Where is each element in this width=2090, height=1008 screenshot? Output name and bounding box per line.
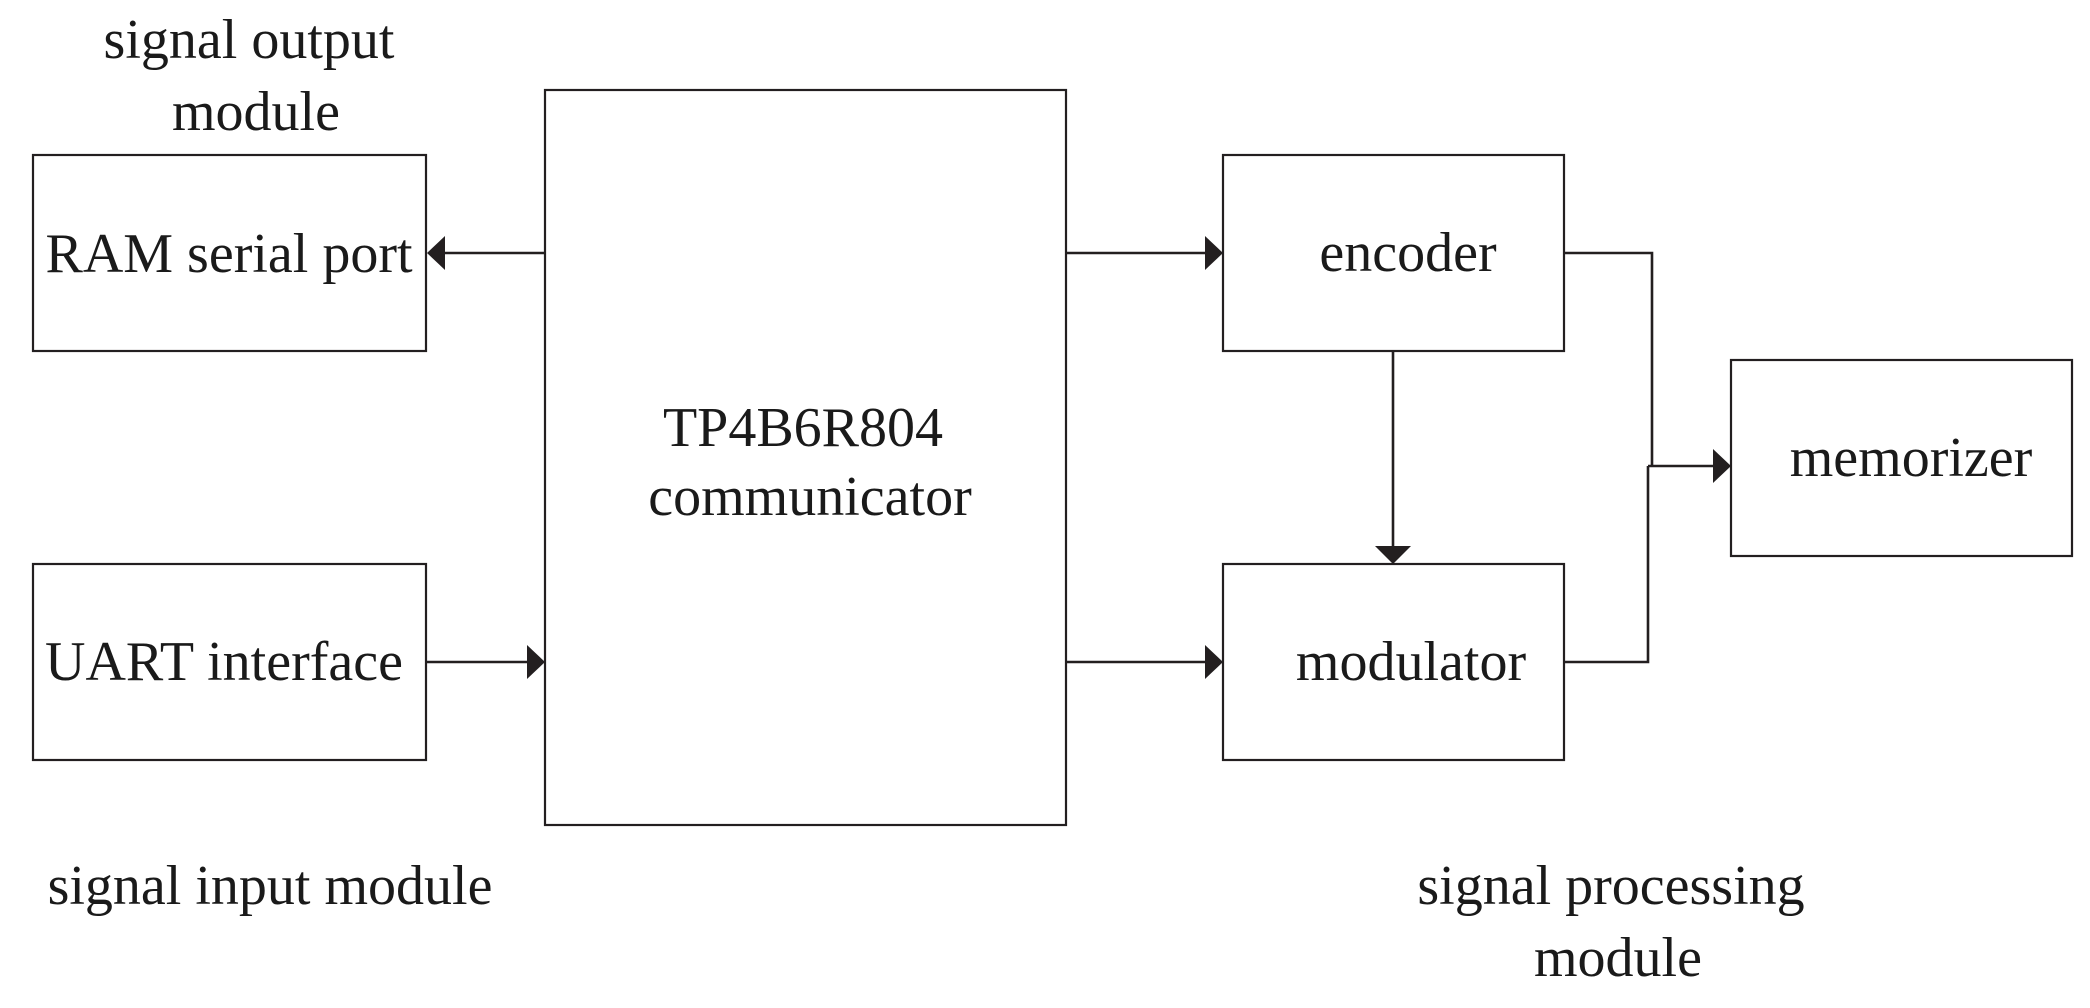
modulator-block: modulator	[1221, 562, 1566, 762]
memorizer-label: memorizer	[1790, 427, 2033, 489]
signal-output-module-label: signal output module	[104, 9, 409, 143]
ram-serial-port-box	[31, 153, 428, 353]
memorizer-box	[1729, 358, 2074, 558]
signal-processing-module-label-line-1: signal processing	[1417, 855, 1804, 917]
arrowhead-right	[1205, 236, 1223, 270]
signal-output-module-label-line-2: module	[172, 81, 340, 143]
uart-interface-box	[31, 562, 428, 762]
arrowhead-right	[1205, 645, 1223, 679]
signal-output-module-label-line-1: signal output	[104, 9, 395, 71]
connector-communicator-to-ram-serial-port	[427, 236, 545, 270]
uart-interface-block: UART interface	[31, 562, 428, 762]
arrowhead-right	[527, 645, 545, 679]
communicator-box	[543, 88, 1068, 827]
encoder-box	[1221, 153, 1566, 353]
connector-encoder-to-modulator	[1375, 351, 1411, 564]
modulator-label: modulator	[1296, 631, 1527, 693]
arrowhead-right	[1713, 449, 1731, 483]
connector-encoder-to-memorizer	[1564, 251, 1654, 466]
signal-processing-module-label: signal processing module	[1417, 855, 1818, 989]
arrowhead-left	[427, 236, 445, 270]
arrowhead-down	[1375, 546, 1411, 564]
communicator-label-line-1: TP4B6R804	[663, 397, 943, 459]
communicator-label-line-2: communicator	[648, 466, 972, 528]
communicator-block: TP4B6R804 communicator	[543, 88, 1068, 827]
encoder-label: encoder	[1319, 222, 1497, 284]
connector-merge-to-memorizer	[1648, 449, 1731, 483]
ram-serial-port-label: RAM serial port	[45, 223, 413, 285]
connector-line	[1564, 466, 1650, 664]
communicator-label: TP4B6R804 communicator	[648, 397, 972, 528]
encoder-block: encoder	[1221, 153, 1566, 353]
uart-interface-label: UART interface	[45, 631, 403, 693]
connector-communicator-to-modulator	[1066, 645, 1223, 679]
memorizer-block: memorizer	[1729, 358, 2074, 558]
ram-serial-port-block: RAM serial port	[31, 153, 428, 353]
signal-input-module-label: signal input module	[48, 855, 493, 917]
modulator-box	[1221, 562, 1566, 762]
connector-line	[1564, 251, 1654, 466]
connector-uart-interface-to-communicator	[426, 645, 545, 679]
connector-modulator-to-memorizer	[1564, 466, 1650, 664]
connector-communicator-to-encoder	[1066, 236, 1223, 270]
signal-processing-module-label-line-2: module	[1534, 927, 1702, 989]
